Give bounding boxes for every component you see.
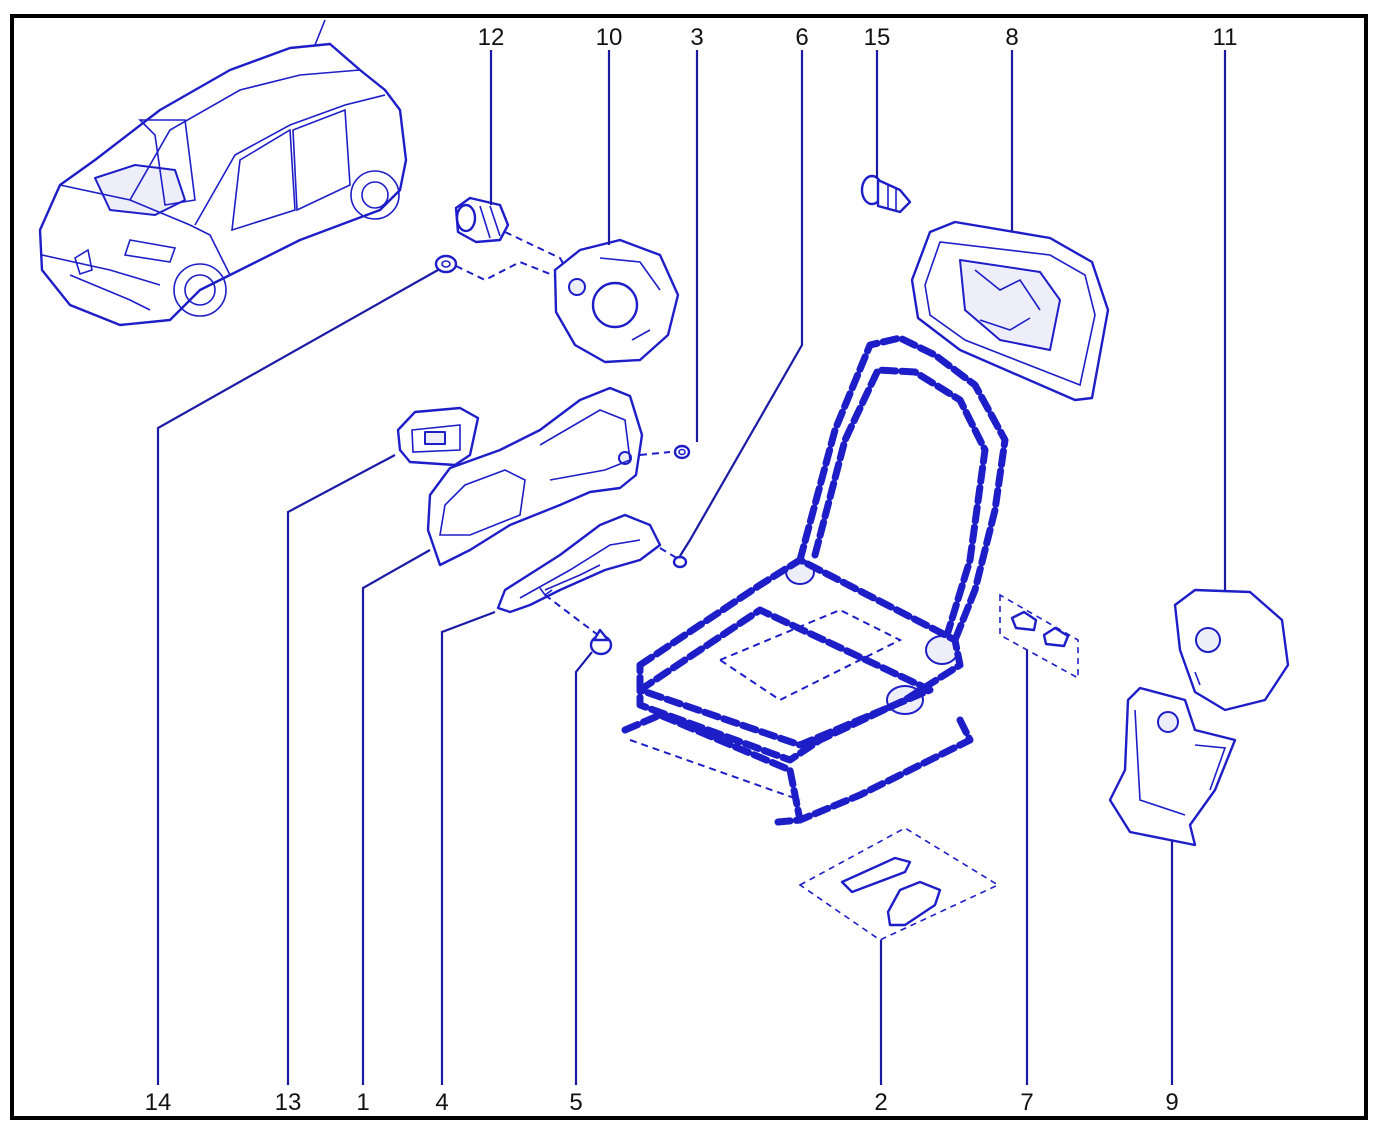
- part-5-clip: [589, 628, 613, 656]
- diagram-frame: [10, 14, 1368, 1120]
- part-1-side-trim: [426, 386, 671, 567]
- part-13-switch: [396, 406, 480, 467]
- part-10-cover: [553, 238, 680, 364]
- part-15-pushclip: [860, 174, 912, 214]
- callout-8: 8: [1005, 24, 1018, 51]
- part-3-screw: [673, 444, 691, 460]
- part-14-clip: [434, 254, 571, 283]
- callout-2: 2: [874, 1089, 887, 1116]
- callout-labels: 12 10 3 6 15 8 11 14 13 1 4 5 2 7 9: [145, 24, 1238, 1116]
- callout-14: 14: [145, 1089, 172, 1116]
- part-6-screw: [672, 555, 688, 569]
- callout-4: 4: [435, 1089, 448, 1116]
- part-11-cover: [1173, 588, 1290, 712]
- callout-5: 5: [569, 1089, 582, 1116]
- vehicle-locator-illustration: [38, 19, 408, 327]
- callout-11: 11: [1213, 24, 1238, 51]
- part-4-lower-trim: [496, 513, 681, 636]
- seat-frame: [621, 334, 1009, 826]
- callout-10: 10: [596, 24, 623, 51]
- part-2-handles-group: [798, 827, 1000, 941]
- callout-13: 13: [275, 1089, 302, 1116]
- callout-3: 3: [690, 24, 703, 51]
- callout-6: 6: [795, 24, 808, 51]
- part-8-back-panel: [910, 220, 1110, 402]
- part-7-caps-group: [999, 593, 1079, 680]
- part-12-clip: [454, 196, 576, 286]
- callout-12: 12: [478, 24, 505, 51]
- callout-15: 15: [864, 24, 891, 51]
- part-9-side-shield: [1108, 686, 1237, 847]
- leader-lines: [156, 50, 1227, 1085]
- callout-1: 1: [356, 1089, 369, 1116]
- callout-7: 7: [1020, 1089, 1033, 1116]
- callout-9: 9: [1165, 1089, 1178, 1116]
